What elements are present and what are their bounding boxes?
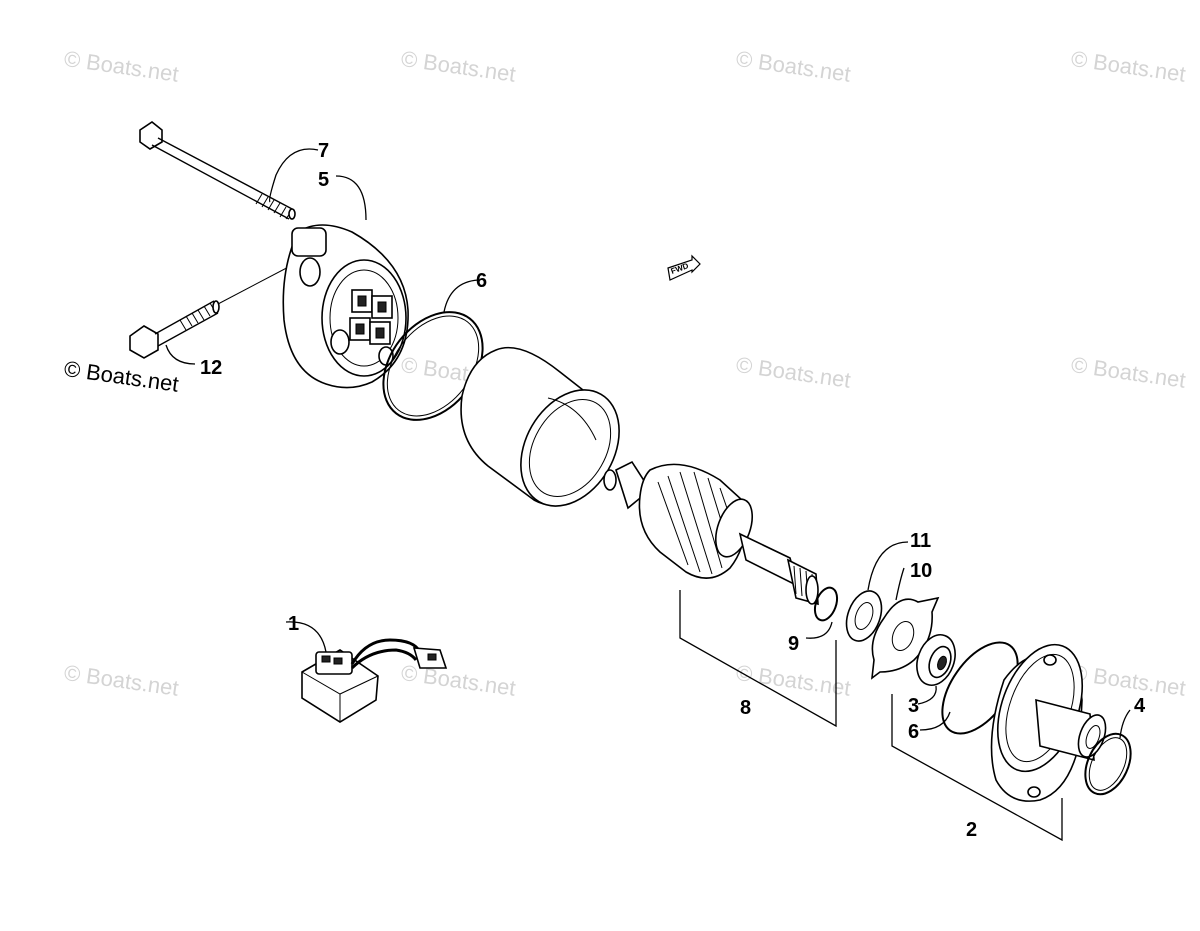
- callout-6-lower: 6: [908, 721, 919, 743]
- callout-7: 7: [318, 140, 329, 162]
- callout-11: 11: [910, 530, 931, 552]
- callout-12: 12: [200, 357, 222, 379]
- part-12-short-bolt: [129, 261, 299, 359]
- callout-3: 3: [908, 695, 919, 717]
- part-4-o-ring: [1084, 732, 1132, 796]
- part-7-long-bolt: [139, 121, 296, 220]
- part-1-starter-relay: [301, 638, 448, 723]
- callout-10: 10: [910, 560, 932, 582]
- callout-labels: 7 5 6 12 1 11 10 9 8 3 6 4 2: [200, 140, 1146, 841]
- callout-5: 5: [318, 169, 329, 191]
- callout-8: 8: [740, 697, 751, 719]
- part-3-oil-seal: [916, 634, 956, 686]
- part-10-lock-plate: [871, 596, 940, 680]
- callout-4: 4: [1134, 695, 1146, 717]
- direction-arrow-icon: FWD: [667, 254, 701, 281]
- part-9-snap-ring: [813, 586, 839, 622]
- part-8-armature: [603, 460, 819, 606]
- callout-9: 9: [788, 633, 799, 655]
- callout-2: 2: [966, 819, 977, 841]
- part-2-front-bracket: [990, 643, 1107, 802]
- callout-1: 1: [288, 613, 299, 635]
- part-5-end-cover: [282, 224, 409, 389]
- leader-lines: [165, 148, 1131, 842]
- yoke-housing: [460, 346, 620, 507]
- callout-6-upper: 6: [476, 270, 487, 292]
- part-11-washer: [845, 590, 883, 642]
